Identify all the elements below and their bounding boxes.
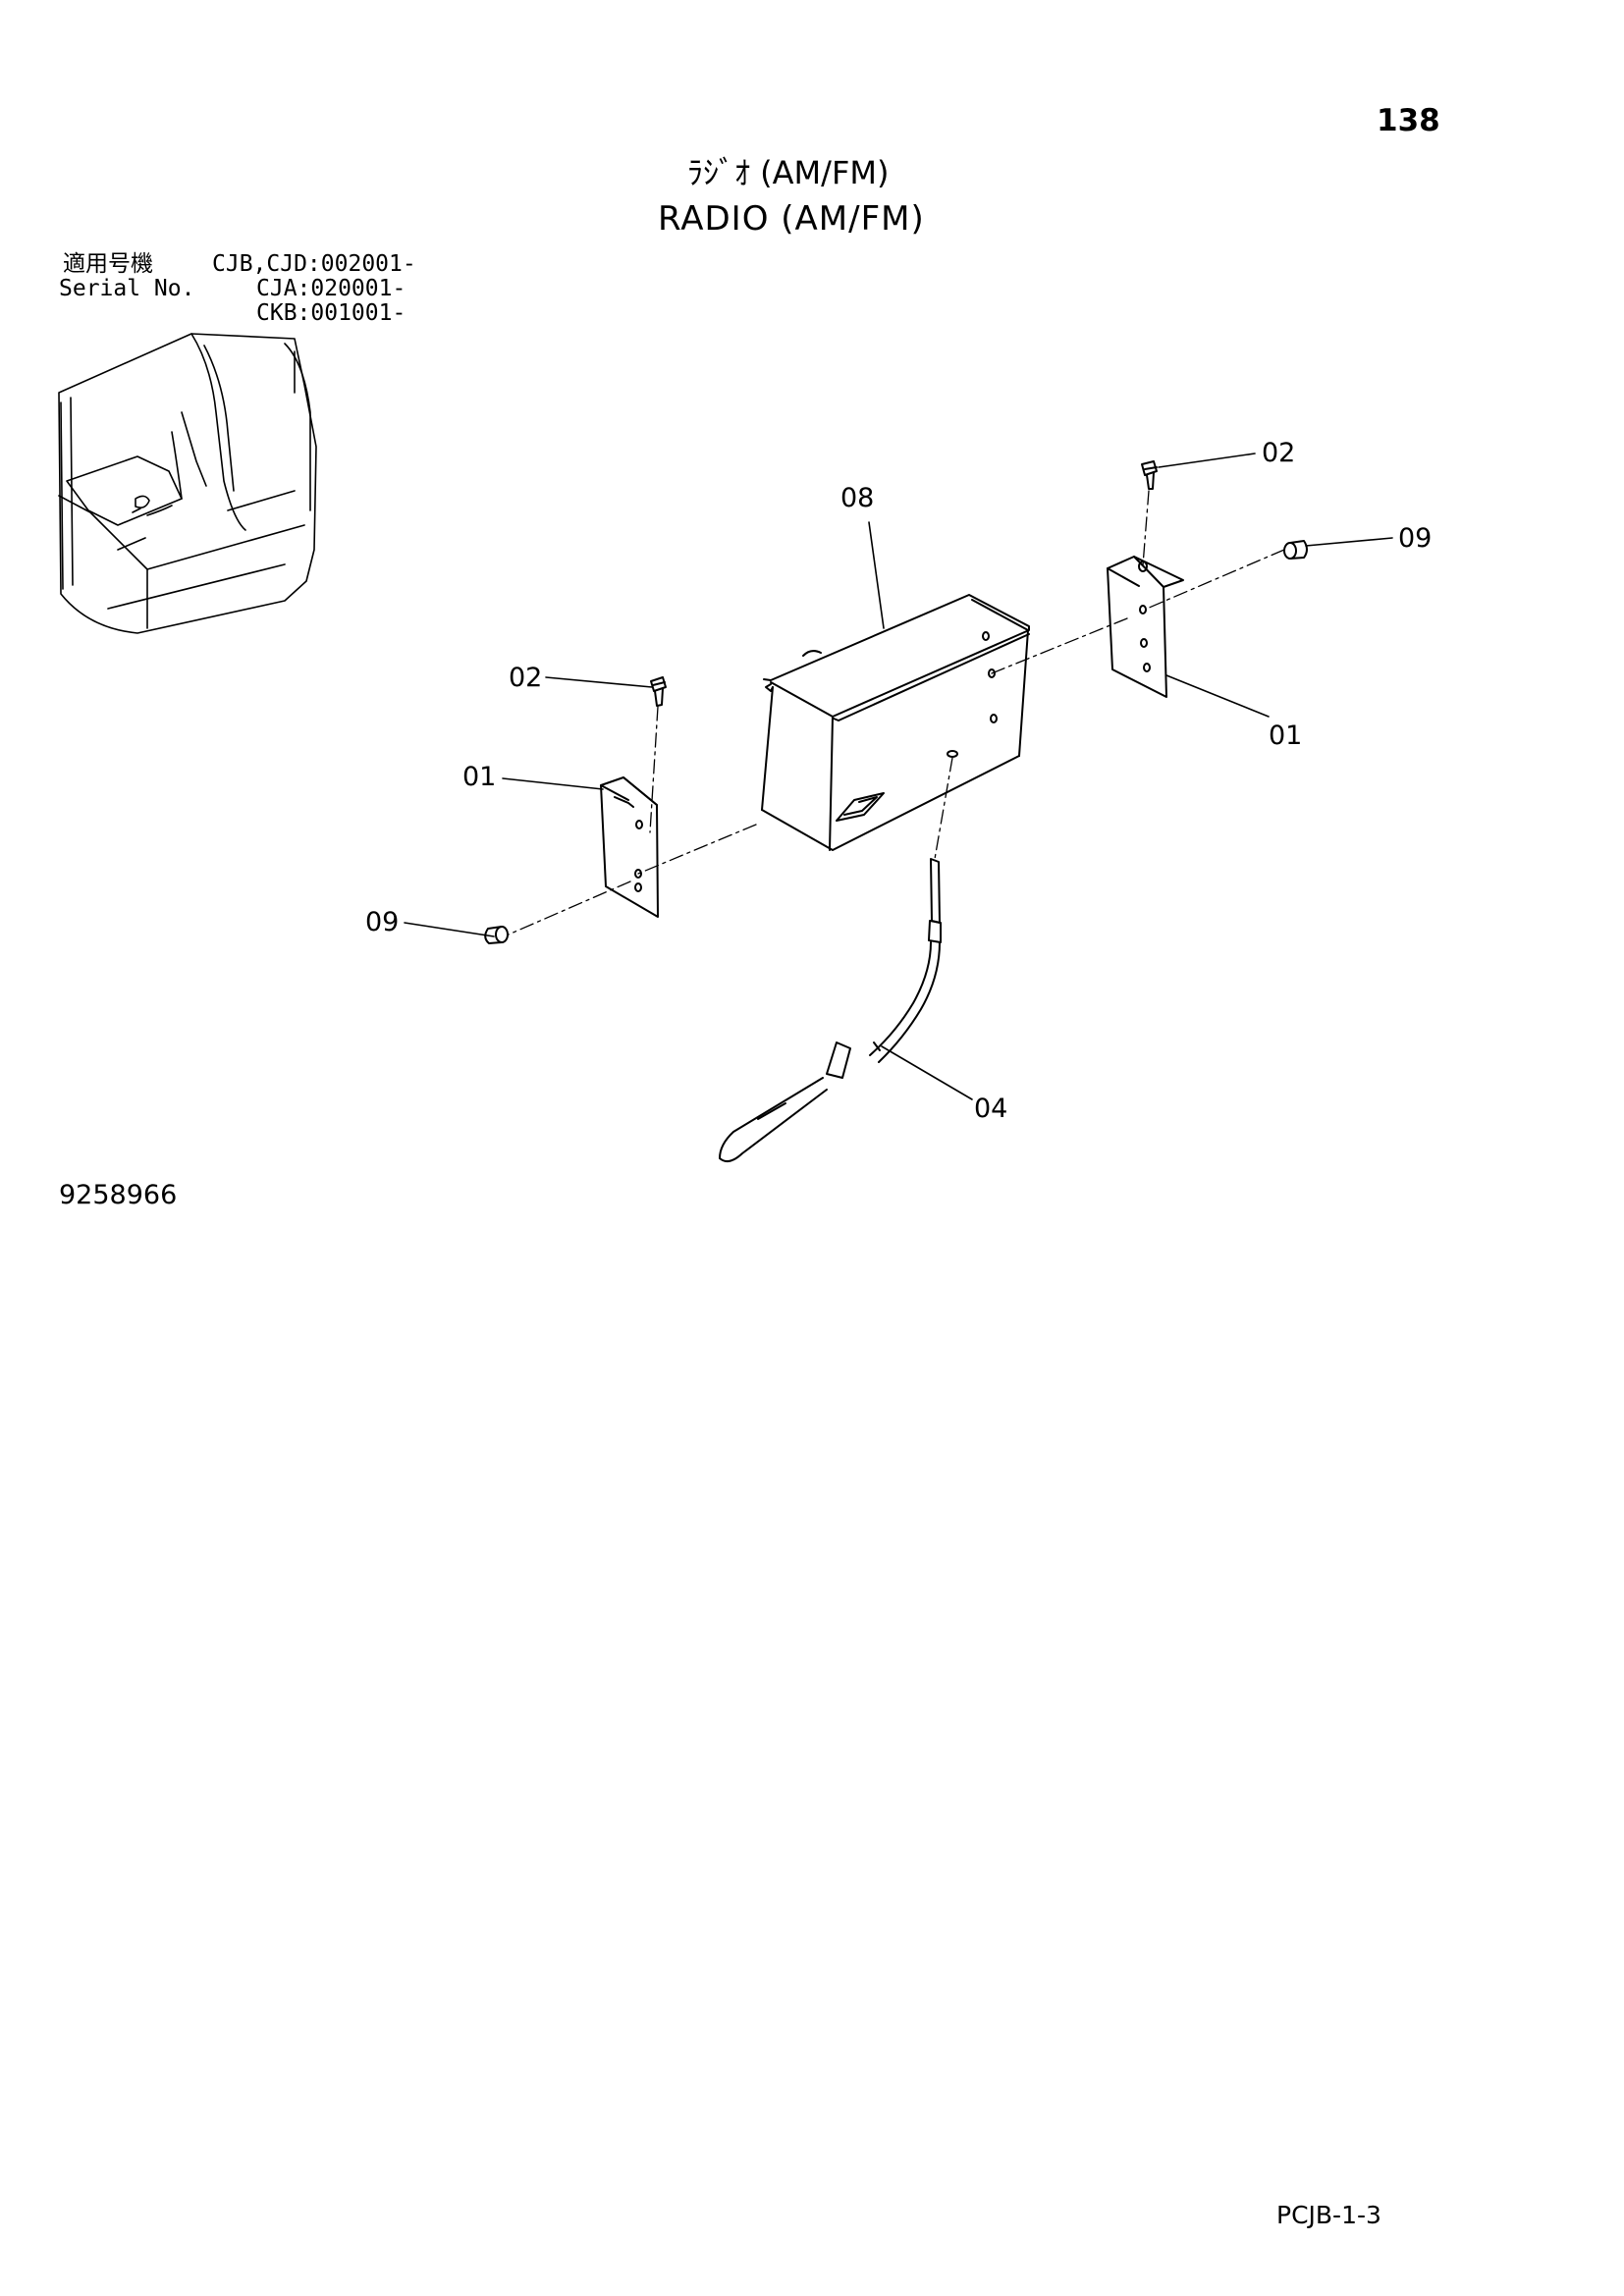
page-title-japanese: ﾗｼﾞｵ (AM/FM) (687, 154, 890, 191)
page-code: PCJB-1-3 (1276, 2201, 1381, 2229)
antenna (719, 858, 942, 1163)
serial-range-ckb: CKB:001001- (256, 300, 406, 326)
radio-unit (761, 594, 1030, 851)
callout-bracket-right: 01 (1269, 721, 1302, 751)
callout-bolt-right: 02 (1262, 438, 1295, 468)
callout-radio: 08 (840, 483, 874, 513)
leader-lines (404, 453, 1393, 1100)
serial-range-cja: CJA:020001- (256, 276, 406, 301)
page-title-english: RADIO (AM/FM) (658, 199, 925, 239)
bracket-left (600, 776, 659, 918)
callout-bracket-left: 01 (462, 762, 496, 792)
serial-label-japanese: 適用号機 (63, 251, 153, 277)
radio-location-marker (135, 495, 150, 508)
page-number: 138 (1377, 103, 1440, 138)
callout-bolt-left: 02 (509, 663, 542, 693)
serial-range-cjb-cjd: CJB,CJD:002001- (212, 251, 416, 277)
callout-screw-right: 09 (1398, 523, 1432, 554)
serial-label-english: Serial No. (59, 276, 195, 301)
bolt-right (1141, 460, 1158, 490)
screw-right (1283, 540, 1308, 560)
bolt-left (650, 676, 667, 707)
screw-left (484, 926, 509, 944)
bracket-right (1107, 556, 1184, 698)
center-lines (508, 490, 1285, 935)
cab-location-thumbnail (58, 333, 317, 634)
callout-screw-left: 09 (365, 907, 399, 937)
callout-antenna: 04 (974, 1094, 1007, 1124)
drawing-number: 9258966 (59, 1180, 178, 1210)
